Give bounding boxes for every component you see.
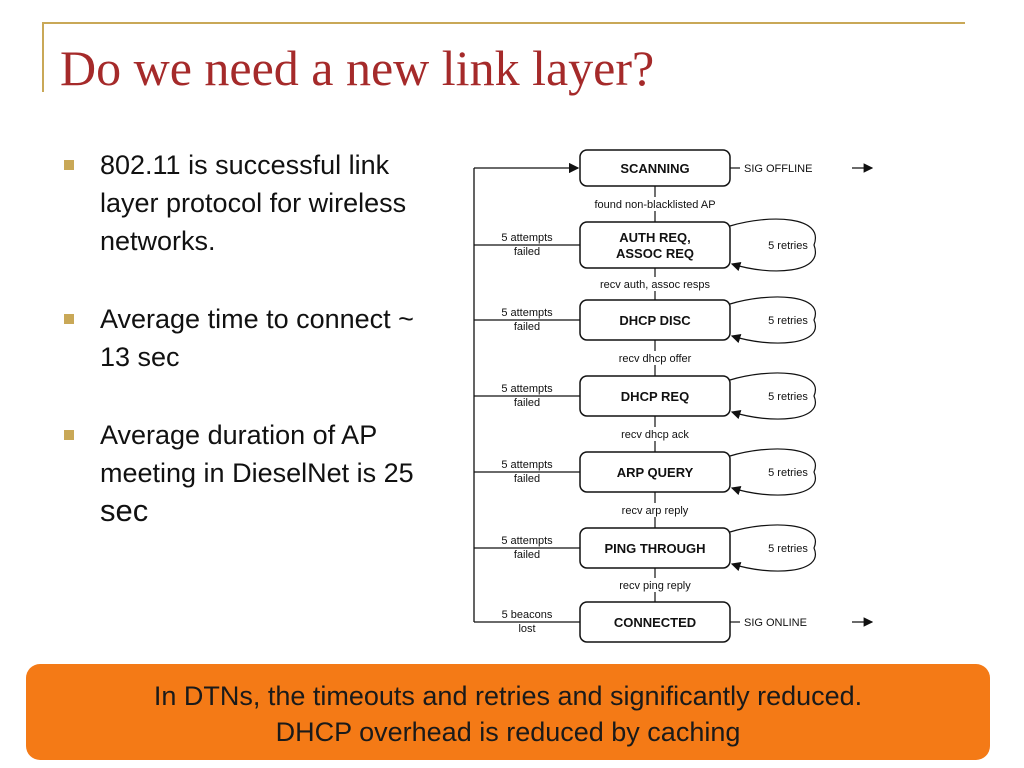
failure-label: lost — [518, 623, 535, 635]
square-bullet-icon — [64, 160, 74, 170]
failure-label: 5 attempts — [501, 535, 553, 547]
retry-loop — [729, 372, 817, 420]
failure-label: 5 attempts — [501, 383, 553, 395]
bullet-item: Average duration of AP meeting in Diesel… — [62, 416, 432, 531]
failure-label: failed — [514, 397, 540, 409]
state-label: CONNECTED — [614, 615, 696, 630]
transition-label-bg — [577, 277, 733, 291]
state-label: ASSOC REQ — [616, 246, 694, 261]
decorative-top-rule — [42, 22, 965, 24]
failure-label: 5 beacons — [502, 609, 553, 621]
retry-label: 5 retries — [768, 391, 808, 403]
failure-label: 5 attempts — [501, 307, 553, 319]
state-machine-diagram: SCANNING SIG OFFLINE found non-blacklisted… — [473, 149, 874, 643]
state-label: AUTH REQ, — [619, 230, 691, 245]
failure-label: 5 attempts — [501, 459, 553, 471]
decorative-left-rule — [42, 22, 44, 92]
retry-label: 5 retries — [768, 315, 808, 327]
state-label: DHCP REQ — [621, 389, 689, 404]
retry-label: 5 retries — [768, 240, 808, 252]
state-label: PING THROUGH — [604, 541, 705, 556]
transition-label: recv dhcp ack — [621, 429, 689, 441]
bullet-list: 802.11 is successful link layer protocol… — [62, 146, 432, 571]
transition-label: recv arp reply — [622, 505, 689, 517]
failure-label: failed — [514, 549, 540, 561]
transition-label-bg — [577, 427, 733, 441]
transition-label-bg — [577, 503, 733, 517]
transition-label: found non-blacklisted AP — [594, 199, 715, 211]
state-label: DHCP DISC — [619, 313, 691, 328]
banner-line-1: In DTNs, the timeouts and retries and si… — [153, 681, 863, 711]
transition-label-bg — [577, 197, 733, 211]
bullet-text: Average time to connect ~ 13 sec — [100, 304, 414, 372]
summary-banner: In DTNs, the timeouts and retries and si… — [26, 664, 990, 760]
failure-label: failed — [514, 321, 540, 333]
retry-loop — [729, 524, 817, 572]
bullet-item: 802.11 is successful link layer protocol… — [62, 146, 432, 260]
bullet-text: Average duration of AP meeting in Diesel… — [100, 420, 414, 488]
failure-label: 5 attempts — [501, 232, 553, 244]
state-box — [579, 221, 731, 269]
transition-label-bg — [577, 351, 733, 365]
retry-loop — [729, 218, 817, 272]
transition-label: recv auth, assoc resps — [600, 279, 711, 291]
bullet-text: 802.11 is successful link layer protocol… — [100, 150, 407, 256]
transition-label: recv dhcp offer — [619, 353, 692, 365]
signal-label: SIG ONLINE — [744, 617, 807, 629]
square-bullet-icon — [64, 314, 74, 324]
transition-label-bg — [577, 578, 733, 592]
banner-line-2: DHCP overhead is reduced by caching — [275, 717, 741, 747]
slide-title: Do we need a new link layer? — [60, 40, 655, 96]
state-label: SCANNING — [620, 161, 689, 176]
state-label: ARP QUERY — [617, 465, 694, 480]
failure-label: failed — [514, 246, 540, 258]
square-bullet-icon — [64, 430, 74, 440]
retry-loop — [729, 296, 817, 344]
failure-label: failed — [514, 473, 540, 485]
bullet-item: Average time to connect ~ 13 sec — [62, 300, 432, 376]
retry-label: 5 retries — [768, 543, 808, 555]
retry-label: 5 retries — [768, 467, 808, 479]
bullet-text-tail: sec — [100, 493, 149, 528]
signal-label: SIG OFFLINE — [744, 163, 812, 175]
retry-loop — [729, 448, 817, 496]
transition-label: recv ping reply — [619, 580, 691, 592]
